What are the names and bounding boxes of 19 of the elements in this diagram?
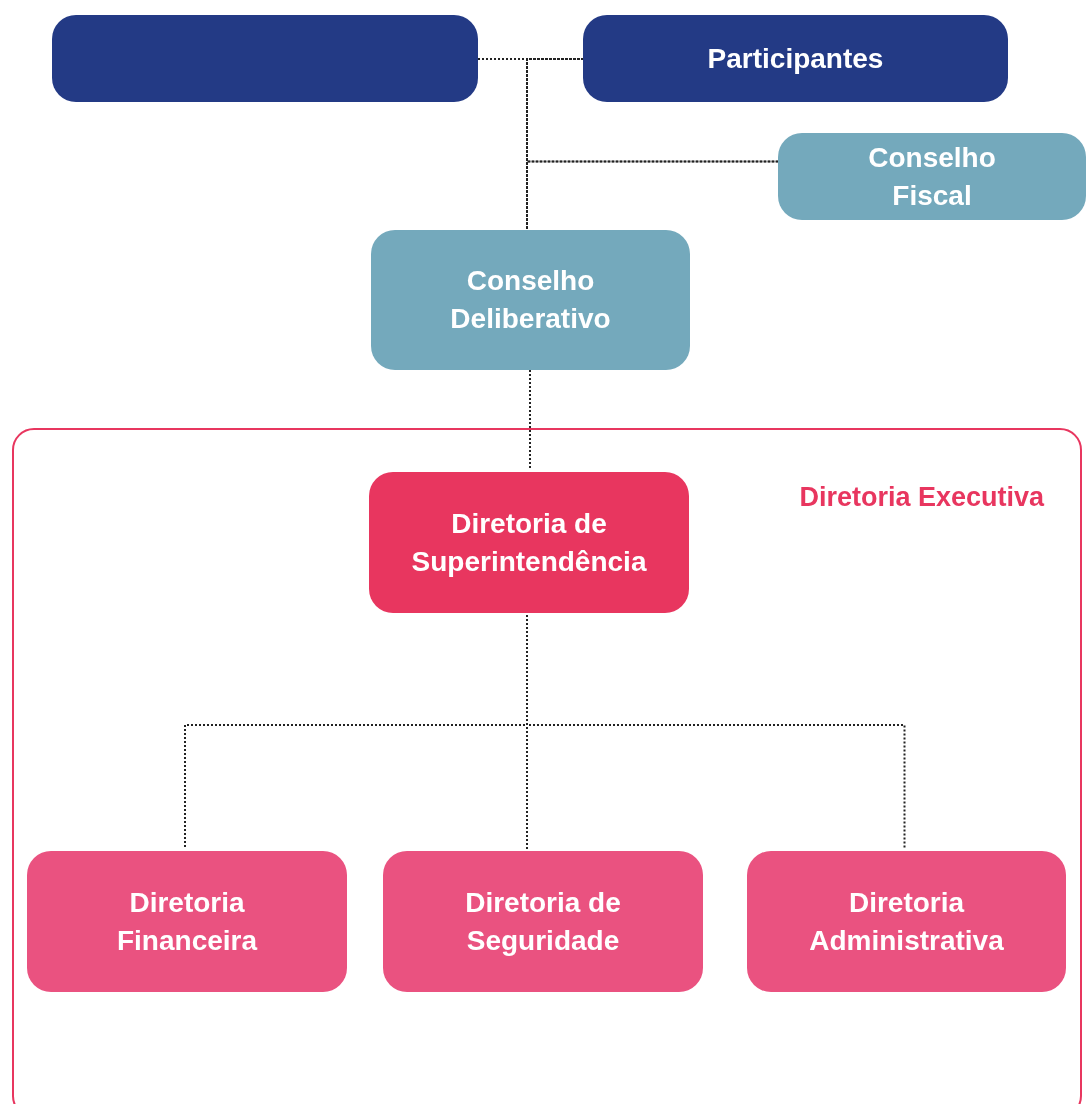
empty-box xyxy=(52,15,478,102)
box-label: Diretoria de Seguridade xyxy=(464,885,622,958)
org-box xyxy=(27,851,347,992)
box-label: Conselho Fiscal xyxy=(867,140,997,213)
department-frame xyxy=(12,428,1082,1104)
org-box xyxy=(383,851,703,992)
connector-line xyxy=(526,58,779,163)
box-label: Diretoria Administrativa xyxy=(808,885,1005,958)
box-label: Conselho Deliberativo xyxy=(449,264,612,336)
org-box xyxy=(583,15,1008,102)
org-box xyxy=(371,230,690,370)
box-label: Participantes xyxy=(706,41,885,76)
org-box xyxy=(369,472,689,613)
box-label: Diretoria de Superintendência xyxy=(410,506,648,579)
org-box xyxy=(747,851,1066,992)
box-label: Diretoria Financeira xyxy=(115,885,259,958)
org-box xyxy=(778,133,1086,220)
connector-line xyxy=(529,369,531,471)
department-title: Diretoria Executiva xyxy=(799,482,1044,513)
